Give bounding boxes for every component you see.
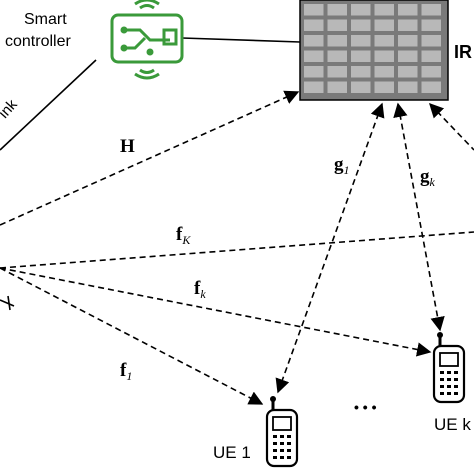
irs-element <box>304 35 324 47</box>
irs-element <box>398 4 418 16</box>
irs-element <box>398 19 418 31</box>
circuit-board-icon <box>110 0 184 80</box>
channel-gk-label: gk <box>420 166 436 189</box>
irs-element <box>421 19 441 31</box>
irs-element <box>351 19 371 31</box>
irs-element <box>374 66 394 78</box>
channel-fK-label: fK <box>176 224 191 247</box>
channel-H-label: H <box>120 136 135 157</box>
irs-element <box>421 66 441 78</box>
irs-element <box>374 4 394 16</box>
irs-element <box>327 81 347 93</box>
irs-to-uek-arrow <box>393 102 445 332</box>
irs-element <box>374 19 394 31</box>
irs-to-ueK-arrow <box>429 102 474 151</box>
irs-element <box>398 50 418 62</box>
irs-element <box>374 81 394 93</box>
irs-element <box>327 4 347 16</box>
irs-label: IR <box>454 42 472 62</box>
irs-element <box>421 81 441 93</box>
base-station-fragment <box>0 295 15 311</box>
irs-element <box>374 35 394 47</box>
channel-H-arrow <box>0 90 300 226</box>
irs-element <box>327 50 347 62</box>
channel-f1-label: f1 <box>120 360 132 383</box>
irs-element <box>421 50 441 62</box>
irs-element <box>327 66 347 78</box>
channel-g1-label: g1 <box>334 154 350 177</box>
irs-element <box>304 50 324 62</box>
irs-element <box>304 66 324 78</box>
irs-element <box>304 4 324 16</box>
channel-f1-arrow <box>0 267 264 405</box>
channel-fk-label: fk <box>194 278 206 301</box>
controller-label-line1: Smart <box>24 11 67 28</box>
irs-element <box>351 50 371 62</box>
irs-to-ue1-arrow <box>275 102 385 394</box>
ue1-label: UE 1 <box>213 443 251 462</box>
link-label: ink <box>0 96 21 122</box>
irs-element <box>398 35 418 47</box>
irs-element <box>304 81 324 93</box>
channel-fk-arrow <box>0 267 432 357</box>
irs-element <box>351 81 371 93</box>
irs-element <box>421 4 441 16</box>
irs-element <box>304 19 324 31</box>
irs-element <box>327 35 347 47</box>
irs-element <box>351 4 371 16</box>
ellipsis-dots: • • • <box>354 399 377 415</box>
channel-fK-arrow <box>0 231 474 269</box>
backhaul-link-line <box>0 59 97 151</box>
controller-label-line2: controller <box>5 33 71 50</box>
irs-element <box>351 35 371 47</box>
irs-panel <box>299 0 449 101</box>
irs-element <box>398 81 418 93</box>
irs-element <box>374 50 394 62</box>
uek-phone-icon <box>432 332 466 404</box>
uek-label: UE k <box>434 415 471 434</box>
irs-element <box>327 19 347 31</box>
ue1-phone-icon <box>265 396 299 468</box>
irs-element <box>421 35 441 47</box>
controller-irs-link <box>181 37 301 43</box>
irs-element <box>398 66 418 78</box>
irs-element <box>351 66 371 78</box>
